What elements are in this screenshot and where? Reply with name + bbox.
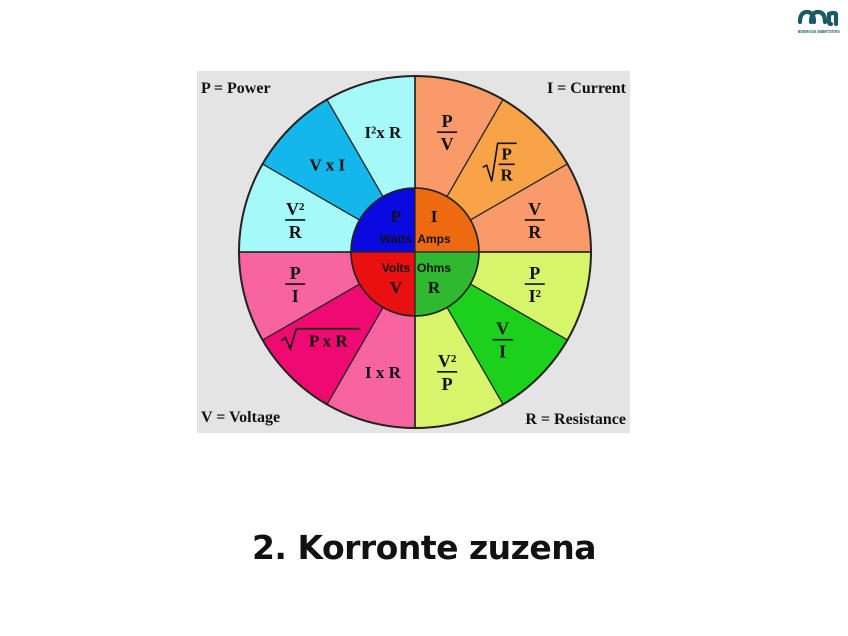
ohms-law-wheel-svg: P = Power I = Current V = Voltage R = Resis…	[197, 71, 630, 433]
corner-label-current: I = Current	[547, 80, 627, 97]
formula-denominator: R	[289, 222, 303, 242]
center-unit-watts: Watts	[380, 232, 413, 246]
logo-mark-icon: MONDRAGON UNIBERTSITATEA	[797, 9, 840, 34]
formula-numerator: V	[496, 319, 509, 339]
center-symbol-ohms: R	[428, 278, 441, 297]
formula-numerator: V²	[438, 351, 456, 371]
formula-text: V x I	[310, 155, 346, 174]
corner-label-voltage: V = Voltage	[201, 409, 280, 426]
center-symbol-amps: I	[431, 207, 438, 226]
formula-numerator: P	[442, 111, 453, 131]
formula-denominator: I	[499, 342, 506, 362]
formula-denominator: P	[442, 374, 453, 394]
formula-denominator: R	[501, 165, 514, 184]
corner-label-power: P = Power	[201, 80, 271, 97]
formula-numerator: P	[529, 263, 540, 283]
slide-title: 2. Korronte zuzena	[251, 528, 597, 567]
formula-p-over-i: PI	[285, 263, 306, 306]
ohms-law-wheel: P = Power I = Current V = Voltage R = Resis…	[197, 71, 630, 433]
formula-v-over-r: VR	[524, 199, 545, 242]
logo-caption: MONDRAGON UNIBERTSITATEA	[798, 29, 840, 34]
inner-circle-outline	[350, 187, 480, 317]
formula-v2-over-p: V² P	[437, 351, 458, 394]
center-unit-ohms: Ohms	[417, 261, 451, 275]
formula-p-over-i2: P I²	[524, 263, 545, 306]
formula-text: P x R	[309, 332, 348, 351]
sqrt-sign-icon	[482, 142, 517, 182]
formula-i-times-r: I x R	[365, 363, 402, 382]
formula-sqrt-p-times-r: P x R	[280, 327, 361, 351]
formula-numerator: P	[290, 263, 301, 283]
formula-numerator: V	[528, 199, 541, 219]
center-unit-volts: Volts	[382, 261, 411, 275]
formula-text: I²x R	[365, 123, 402, 142]
formula-text: I x R	[365, 363, 402, 382]
formula-numerator: P	[501, 144, 511, 163]
formula-v-over-i: VI	[492, 319, 513, 362]
sqrt-sign-icon	[280, 327, 361, 351]
formula-p-over-v: PV	[437, 111, 458, 154]
corner-label-resistance: R = Resistance	[525, 411, 626, 428]
center-symbol-volts: V	[390, 278, 403, 297]
formula-i2-times-r: I²x R	[365, 123, 402, 142]
formula-numerator: V²	[286, 199, 304, 219]
formula-denominator: I²	[529, 286, 541, 306]
formula-denominator: I	[292, 286, 299, 306]
university-logo: MONDRAGON UNIBERTSITATEA	[796, 6, 842, 40]
center-unit-amps: Amps	[417, 232, 451, 246]
formula-denominator: V	[441, 134, 454, 154]
formula-v2-over-r: V² R	[285, 199, 306, 242]
center-symbol-watts: P	[391, 207, 401, 226]
formula-sqrt-p-over-r: PR	[482, 142, 517, 184]
formula-denominator: R	[528, 222, 542, 242]
outer-circle-outline	[238, 75, 592, 429]
formula-v-times-i: V x I	[310, 155, 346, 174]
